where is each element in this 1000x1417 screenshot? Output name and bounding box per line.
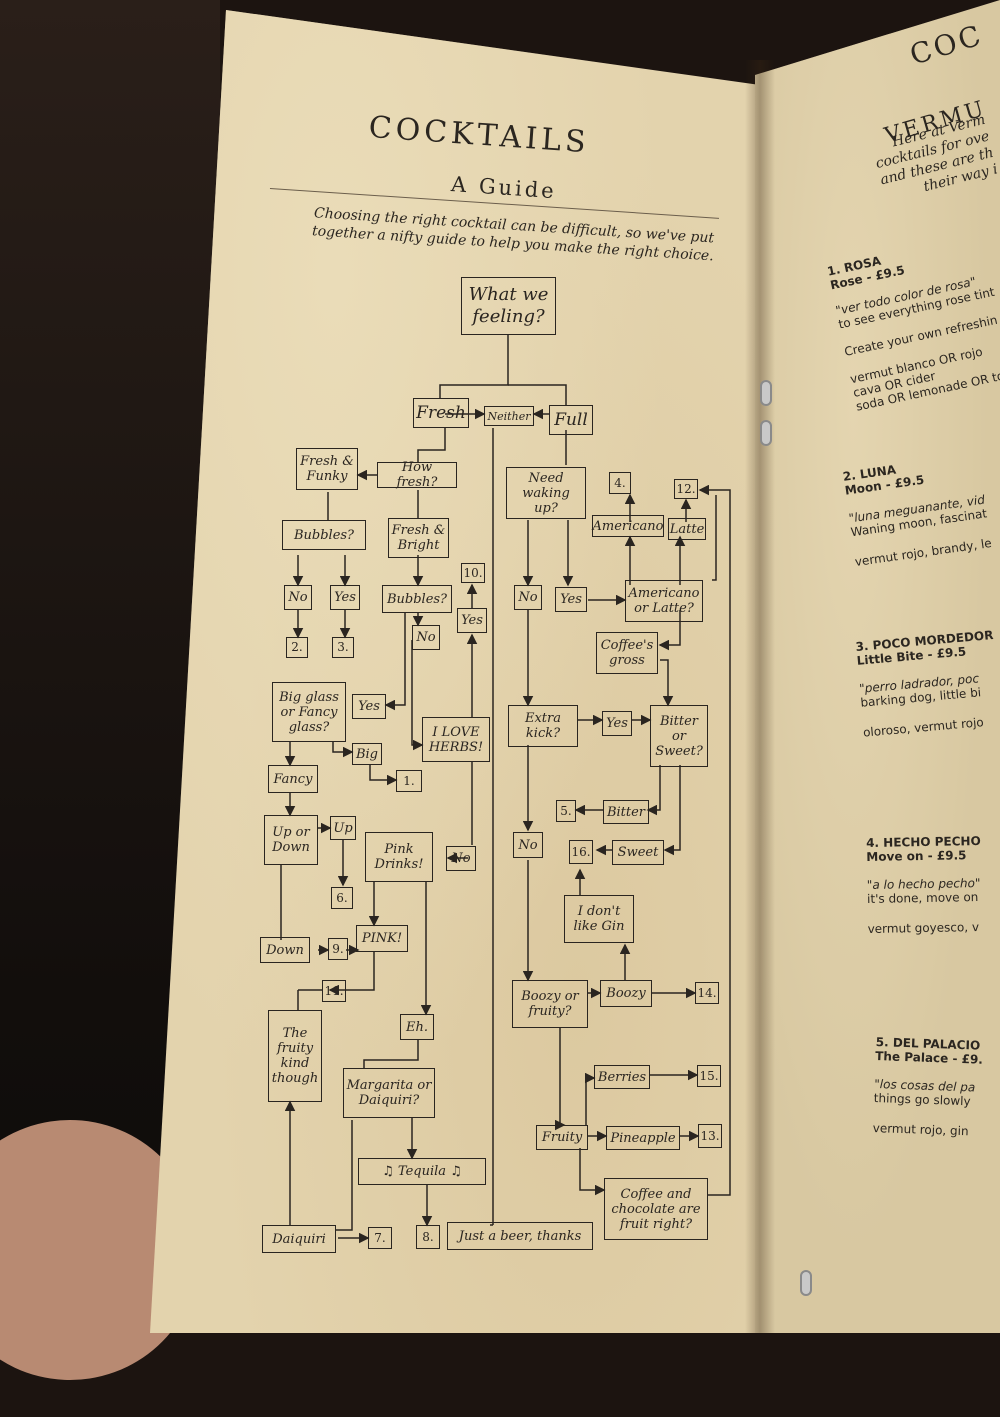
yes-box-4: Yes xyxy=(602,711,632,736)
yes-herbs-box: Yes xyxy=(457,608,487,633)
pineapple-box: Pineapple xyxy=(606,1126,680,1150)
what-we-feeling-box: What we feeling? xyxy=(461,277,556,335)
binding-ring-1 xyxy=(760,380,772,406)
number-7-box: 7. xyxy=(368,1227,392,1249)
number-8-box: 8. xyxy=(416,1225,440,1249)
no-box-3: No xyxy=(514,585,542,610)
coffee-and-chocolate-box: Coffee and chocolate are fruit right? xyxy=(604,1178,708,1240)
fancy-box: Fancy xyxy=(268,765,318,793)
number-9-box: 9. xyxy=(328,938,348,960)
yes-box-3: Yes xyxy=(555,587,587,612)
page-fold xyxy=(745,60,775,1333)
fruity-box: Fruity xyxy=(536,1125,588,1150)
margarita-or-daiquiri-box: Margarita or Daiquiri? xyxy=(343,1068,435,1118)
berries-box: Berries xyxy=(594,1065,650,1089)
bubbles-box-1: Bubbles? xyxy=(282,520,366,550)
just-a-beer-box: Just a beer, thanks xyxy=(447,1222,593,1250)
number-5-box: 5. xyxy=(556,800,576,822)
up-box: Up xyxy=(330,816,356,840)
menu-item-1: 1. ROSA Rose - £9.5 "ver todo color de r… xyxy=(826,253,1000,414)
number-14-box: 14. xyxy=(695,982,719,1004)
number-10-box: 10. xyxy=(461,563,485,583)
pink-drinks-box: Pink Drinks! xyxy=(365,832,433,882)
coffees-gross-box: Coffee's gross xyxy=(596,632,658,674)
latte-box: Latte xyxy=(668,518,706,540)
number-1-box: 1. xyxy=(396,770,422,792)
number-15-box: 15. xyxy=(697,1065,721,1087)
i-dont-like-gin-box: I don't like Gin xyxy=(564,895,634,943)
the-fruity-kind-though-box: The fruity kind though xyxy=(268,1010,322,1102)
boozy-or-fruity-box: Boozy or fruity? xyxy=(512,980,588,1028)
sweet-box: Sweet xyxy=(612,840,664,865)
right-menu-page xyxy=(755,0,1000,1333)
left-menu-page xyxy=(150,10,760,1333)
fresh-box: Fresh xyxy=(413,398,469,428)
need-waking-up-box: Need waking up? xyxy=(506,467,586,519)
bitter-or-sweet-box: Bitter or Sweet? xyxy=(650,705,708,767)
number-6-box: 6. xyxy=(331,887,353,909)
number-16-box: 16. xyxy=(569,840,593,864)
daiquiri-box: Daiquiri xyxy=(262,1225,336,1253)
how-fresh-box: How fresh? xyxy=(377,460,457,490)
neither-box: Neither xyxy=(484,406,534,426)
fresh-and-funky-box: Fresh & Funky xyxy=(296,448,358,490)
number-3-box: 3. xyxy=(332,637,354,658)
flowchart-connectors xyxy=(280,335,731,1244)
americano-box: Americano xyxy=(592,515,664,537)
bitter-box: Bitter xyxy=(603,800,649,824)
binding-ring-3 xyxy=(800,1270,812,1296)
yes-box-2: Yes xyxy=(352,694,386,719)
down-box: Down xyxy=(260,937,310,963)
boozy-box: Boozy xyxy=(600,980,652,1007)
bubbles-box-2: Bubbles? xyxy=(382,585,452,613)
eh-box: Eh. xyxy=(400,1014,434,1040)
fresh-and-bright-box: Fresh & Bright xyxy=(388,518,449,558)
number-11-box: 11. xyxy=(322,980,346,1002)
menu-item-4: 4. HECHO PECHO Move on - £9.5 "a lo hech… xyxy=(866,833,981,936)
full-box: Full xyxy=(549,405,593,435)
menu-item-3: 3. POCO MORDEDOR Little Bite - £9.5 "per… xyxy=(855,627,994,740)
number-12-box: 12. xyxy=(674,479,698,499)
number-4-box: 4. xyxy=(609,472,631,494)
menu-item-2: 2. LUNA Moon - £9.5 "luna meguanante, vi… xyxy=(842,462,993,570)
no-box-1: No xyxy=(284,585,312,610)
no-pink-box: No xyxy=(446,846,476,871)
i-love-herbs-box: I LOVE HERBS! xyxy=(422,717,490,762)
number-13-box: 13. xyxy=(698,1124,722,1148)
binding-ring-2 xyxy=(760,420,772,446)
number-2-box: 2. xyxy=(286,637,308,658)
no-box-2: No xyxy=(412,625,440,650)
big-glass-or-fancy-glass-box: Big glass or Fancy glass? xyxy=(272,682,346,742)
americano-or-latte-box: Americano or Latte? xyxy=(625,580,703,622)
no-box-4: No xyxy=(513,832,543,858)
big-box: Big xyxy=(352,743,382,765)
extra-kick-box: Extra kick? xyxy=(508,705,578,747)
yes-box-1: Yes xyxy=(330,585,360,610)
menu-item-5: 5. DEL PALACIO The Palace - £9. "los cos… xyxy=(872,1035,984,1139)
pink-box: PINK! xyxy=(356,925,408,952)
tequila-box: ♫ Tequila ♫ xyxy=(358,1158,486,1185)
up-or-down-box: Up or Down xyxy=(264,815,318,865)
